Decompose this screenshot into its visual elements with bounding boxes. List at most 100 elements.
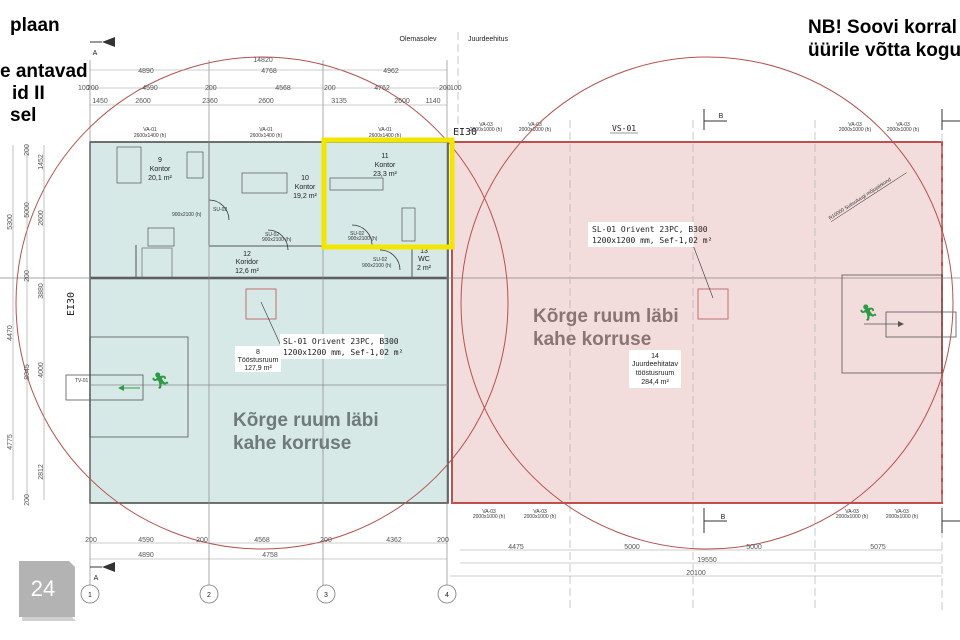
svg-text:2000x1000 (h): 2000x1000 (h) bbox=[836, 514, 869, 520]
emergency-exit-icon-ext: 🏃︎ bbox=[841, 274, 957, 374]
svg-text:VA-03: VA-03 bbox=[896, 122, 910, 128]
svg-text:200: 200 bbox=[24, 494, 31, 506]
svg-text:200: 200 bbox=[324, 85, 336, 92]
svg-text:Juurdeehitatav: Juurdeehitatav bbox=[632, 361, 678, 368]
svg-text:4775: 4775 bbox=[7, 434, 14, 450]
room-8: 8 Tööstusruum 127,9 m² bbox=[235, 346, 281, 372]
svg-text:SU-02: SU-02 bbox=[265, 232, 279, 238]
svg-text:3: 3 bbox=[324, 592, 328, 599]
svg-text:🏃︎: 🏃︎ bbox=[858, 303, 878, 322]
svg-text:11: 11 bbox=[381, 153, 388, 160]
svg-text:1140: 1140 bbox=[425, 98, 440, 105]
svg-text:4590: 4590 bbox=[142, 85, 158, 92]
svg-text:5300: 5300 bbox=[7, 214, 14, 230]
svg-text:24: 24 bbox=[31, 576, 55, 601]
svg-text:plaan: plaan bbox=[10, 15, 60, 36]
svg-text:VA-01: VA-01 bbox=[143, 127, 157, 133]
svg-text:WC: WC bbox=[418, 256, 430, 263]
svg-text:900x2100 (h): 900x2100 (h) bbox=[362, 263, 392, 269]
svg-text:2 m²: 2 m² bbox=[417, 265, 432, 272]
svg-text:14: 14 bbox=[651, 353, 659, 360]
svg-text:2000x1000 (h): 2000x1000 (h) bbox=[524, 514, 557, 520]
svg-text:1452: 1452 bbox=[38, 154, 45, 170]
svg-text:200: 200 bbox=[24, 144, 31, 156]
high-room-note-ext-2: kahe korruse bbox=[533, 329, 651, 350]
svg-text:900x2100 (h): 900x2100 (h) bbox=[172, 212, 202, 218]
svg-text:VA-03: VA-03 bbox=[895, 509, 909, 515]
svg-text:2000x1000 (h): 2000x1000 (h) bbox=[473, 514, 506, 520]
svg-text:Kontor: Kontor bbox=[375, 162, 396, 169]
existing-building bbox=[89, 141, 449, 504]
svg-text:B: B bbox=[721, 514, 726, 521]
svg-text:5000: 5000 bbox=[24, 202, 31, 218]
svg-text:4362: 4362 bbox=[386, 537, 402, 544]
svg-text:2000x1000 (h): 2000x1000 (h) bbox=[839, 127, 872, 133]
svg-text:4568: 4568 bbox=[275, 85, 291, 92]
svg-text:VA-03: VA-03 bbox=[482, 509, 496, 515]
high-room-note-2: kahe korruse bbox=[233, 433, 351, 454]
svg-text:A: A bbox=[93, 50, 98, 57]
svg-text:200: 200 bbox=[205, 85, 217, 92]
skylight-ext-size: 1200x1200 mm, Sef-1,02 m² bbox=[592, 236, 712, 245]
emergency-exit-icon: 🏃︎ bbox=[65, 336, 189, 438]
svg-text:NB! Soovi korral: NB! Soovi korral bbox=[808, 17, 957, 38]
svg-text:2000x1000 (h): 2000x1000 (h) bbox=[470, 127, 503, 133]
svg-text:TV-01: TV-01 bbox=[75, 378, 89, 384]
svg-text:200: 200 bbox=[87, 85, 99, 92]
vs01-label: VS-01 bbox=[612, 124, 636, 133]
svg-text:üürile võtta kogu: üürile võtta kogu bbox=[808, 40, 960, 61]
svg-text:sel: sel bbox=[10, 105, 36, 126]
smoke-vent-radius-existing bbox=[15, 56, 509, 550]
svg-text:20,1 m²: 20,1 m² bbox=[148, 175, 172, 182]
svg-text:2600: 2600 bbox=[135, 98, 151, 105]
svg-text:200: 200 bbox=[439, 85, 451, 92]
svg-text:3135: 3135 bbox=[331, 98, 347, 105]
zone-existing-label: Olemasolev bbox=[400, 36, 437, 43]
svg-text:4758: 4758 bbox=[262, 552, 278, 559]
svg-text:127,9 m²: 127,9 m² bbox=[244, 365, 272, 372]
svg-text:100: 100 bbox=[78, 85, 90, 92]
svg-text:2812: 2812 bbox=[38, 464, 45, 480]
svg-text:4890: 4890 bbox=[138, 68, 154, 75]
svg-text:5075: 5075 bbox=[870, 544, 886, 551]
svg-text:4962: 4962 bbox=[383, 68, 399, 75]
svg-text:A: A bbox=[94, 575, 99, 582]
svg-text:5000: 5000 bbox=[624, 544, 640, 551]
smoke-vent-radius-extension bbox=[460, 56, 954, 550]
svg-text:4475: 4475 bbox=[508, 544, 524, 551]
svg-text:VA-01: VA-01 bbox=[378, 127, 392, 133]
svg-text:tööstusruum: tööstusruum bbox=[636, 370, 675, 377]
svg-text:id II: id II bbox=[12, 83, 45, 104]
zone-extension-label: Juurdeehitus bbox=[468, 36, 509, 43]
room-13: 13 WC 2 m² bbox=[417, 248, 432, 272]
fire-rating-label: EI30 bbox=[453, 127, 477, 138]
svg-text:e antavad: e antavad bbox=[0, 61, 88, 82]
skylight-label: SL-01 Orivent 23PC, B300 bbox=[283, 337, 399, 346]
svg-text:284,4 m²: 284,4 m² bbox=[641, 379, 669, 386]
skylight-existing bbox=[245, 288, 277, 320]
room-14: 14 Juurdeehitatav tööstusruum 284,4 m² bbox=[629, 350, 681, 388]
svg-text:Koridor: Koridor bbox=[236, 259, 259, 266]
svg-text:Tööstusruum: Tööstusruum bbox=[238, 357, 279, 364]
svg-text:4590: 4590 bbox=[138, 537, 154, 544]
svg-text:10: 10 bbox=[301, 175, 309, 182]
svg-text:200: 200 bbox=[196, 537, 208, 544]
heading-left: plaan e antavad id II sel bbox=[0, 15, 88, 126]
svg-text:2600x1400 (h): 2600x1400 (h) bbox=[369, 133, 402, 139]
dimensions-top: 14820 4890 4768 4962 100 200 4590 200 45… bbox=[78, 57, 462, 106]
structural-grid bbox=[0, 60, 960, 610]
skylight-size: 1200x1200 mm, Sef-1,02 m² bbox=[283, 348, 403, 357]
svg-text:2600: 2600 bbox=[394, 98, 410, 105]
svg-text:1: 1 bbox=[88, 592, 92, 599]
svg-text:12: 12 bbox=[243, 251, 251, 258]
svg-text:SU-02: SU-02 bbox=[350, 231, 364, 237]
room-10: 10 Kontor 19,2 m² bbox=[293, 175, 317, 200]
svg-text:23,3 m²: 23,3 m² bbox=[373, 171, 397, 178]
room-9: 9 Kontor 20,1 m² bbox=[148, 157, 172, 182]
svg-text:4470: 4470 bbox=[7, 325, 14, 341]
high-room-note-1: Kõrge ruum läbi bbox=[233, 410, 379, 431]
svg-text:2360: 2360 bbox=[202, 98, 218, 105]
svg-text:20100: 20100 bbox=[686, 570, 706, 577]
section-mark-b: B B bbox=[703, 109, 960, 533]
svg-text:200: 200 bbox=[320, 537, 332, 544]
